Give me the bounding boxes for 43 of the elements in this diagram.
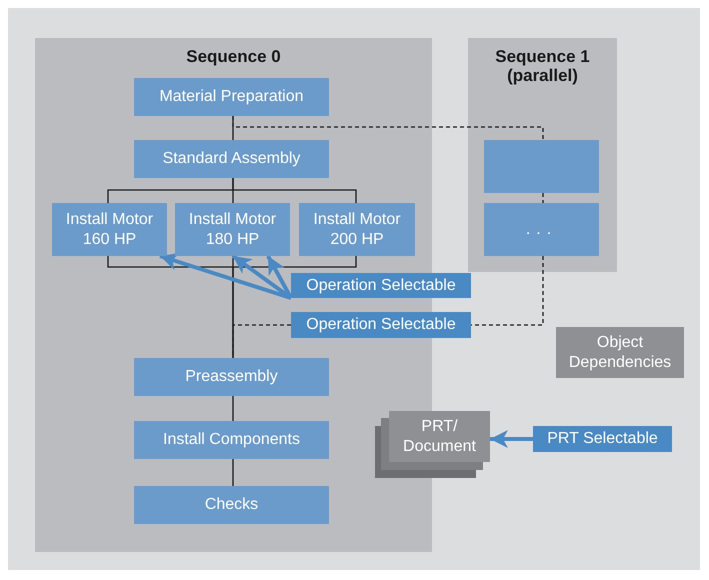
- connector-line: [232, 178, 357, 203]
- arrow: [490, 430, 533, 448]
- box-label: Standard Assembly: [162, 149, 300, 169]
- box-label: Operation Selectable: [306, 315, 456, 335]
- connector-line: [232, 324, 291, 358]
- document-box: [389, 411, 490, 462]
- box-label: PRT/ Document: [402, 416, 477, 456]
- connector-line: [471, 256, 544, 326]
- arrow: [232, 254, 292, 300]
- selectable-tag: [291, 312, 471, 338]
- connector-line: [542, 193, 544, 203]
- process-box: [134, 78, 329, 116]
- box-label: ...: [526, 220, 558, 240]
- box-label: Material Preparation: [159, 87, 304, 107]
- box-label: Install Motor 200 HP: [312, 210, 402, 250]
- panel-title: Sequence 1 (parallel): [494, 47, 591, 85]
- arrow: [159, 252, 292, 300]
- panel-title: Sequence 0: [185, 47, 282, 66]
- process-box: [134, 358, 329, 396]
- box-label: Operation Selectable: [306, 276, 456, 296]
- box-label: PRT Selectable: [547, 429, 658, 449]
- process-box: [134, 140, 329, 178]
- connector-line: [232, 116, 544, 140]
- selectable-tag: [291, 273, 471, 298]
- process-box: [52, 203, 167, 256]
- box-label: Preassembly: [185, 367, 278, 387]
- box-label: Install Components: [163, 430, 300, 450]
- connector-line: [232, 396, 234, 421]
- process-box: [484, 203, 599, 256]
- box-label: Install Motor 160 HP: [64, 210, 154, 250]
- selectable-tag: [533, 426, 672, 452]
- process-box: [134, 421, 329, 459]
- box-label: Object Dependencies: [568, 332, 672, 372]
- connector-line: [232, 459, 234, 486]
- process-box: [484, 140, 599, 193]
- box-label: Checks: [204, 495, 258, 515]
- process-box: [134, 486, 329, 524]
- box-label: Install Motor 180 HP: [188, 210, 278, 250]
- process-box: [175, 203, 290, 256]
- sequence-panel: [468, 38, 617, 272]
- dependency-box: [556, 327, 684, 378]
- process-box: [299, 203, 415, 256]
- connector-line: [232, 256, 357, 358]
